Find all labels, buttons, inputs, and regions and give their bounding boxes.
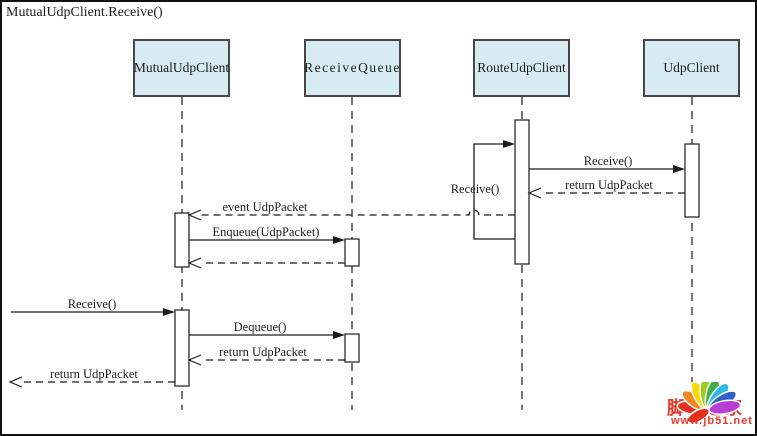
message-label-self-receive: Receive() — [450, 182, 500, 196]
watermark-logo: 脚本之家 www.jb51.net — [645, 382, 755, 434]
message-return-enqueue-arrow — [187, 257, 345, 269]
message-label-receive-udp: Receive() — [583, 154, 633, 168]
message-label-return-udppacket-route: return UdpPacket — [565, 178, 653, 192]
lifeline-head-udpclient: UdpClient — [643, 39, 740, 97]
activation-route — [514, 119, 530, 265]
message-label-return-dequeue: return UdpPacket — [219, 345, 307, 359]
activation-udp — [684, 143, 700, 218]
message-dequeue-arrow — [189, 331, 345, 339]
lifeline-head-mutualudpclient: MutualUdpClient — [133, 39, 230, 97]
message-enqueue-arrow — [189, 236, 345, 244]
message-receive-found-arrow — [11, 308, 175, 316]
message-return-udppacket-route-arrow — [527, 187, 685, 199]
message-self-receive-arrow — [473, 140, 515, 240]
diagram-title: MutualUdpClient.Receive() — [6, 5, 163, 20]
message-return-dequeue-arrow — [187, 354, 345, 366]
message-return-external-arrow — [8, 376, 175, 388]
message-receive-udp-arrow — [529, 165, 685, 173]
message-label-enqueue: Enqueue(UdpPacket) — [212, 225, 320, 239]
activation-queue-1 — [344, 238, 360, 267]
activation-mutual-1 — [174, 212, 190, 268]
activation-mutual-2 — [174, 309, 190, 387]
message-label-dequeue: Dequeue() — [233, 320, 287, 334]
message-label-receive-found: Receive() — [67, 297, 117, 311]
watermark-site-url: www.jb51.net — [671, 415, 753, 427]
message-event-udppacket-arrow — [187, 209, 515, 221]
flower-logo-icon — [676, 382, 742, 424]
lifeline-head-routeudpclient: RouteUdpClient — [473, 39, 570, 97]
message-label-return-external: return UdpPacket — [50, 367, 138, 381]
activation-queue-2 — [344, 333, 360, 363]
lifeline-head-receivequeue: ReceiveQueue — [304, 39, 401, 97]
message-label-event-udppacket: event UdpPacket — [222, 200, 308, 214]
